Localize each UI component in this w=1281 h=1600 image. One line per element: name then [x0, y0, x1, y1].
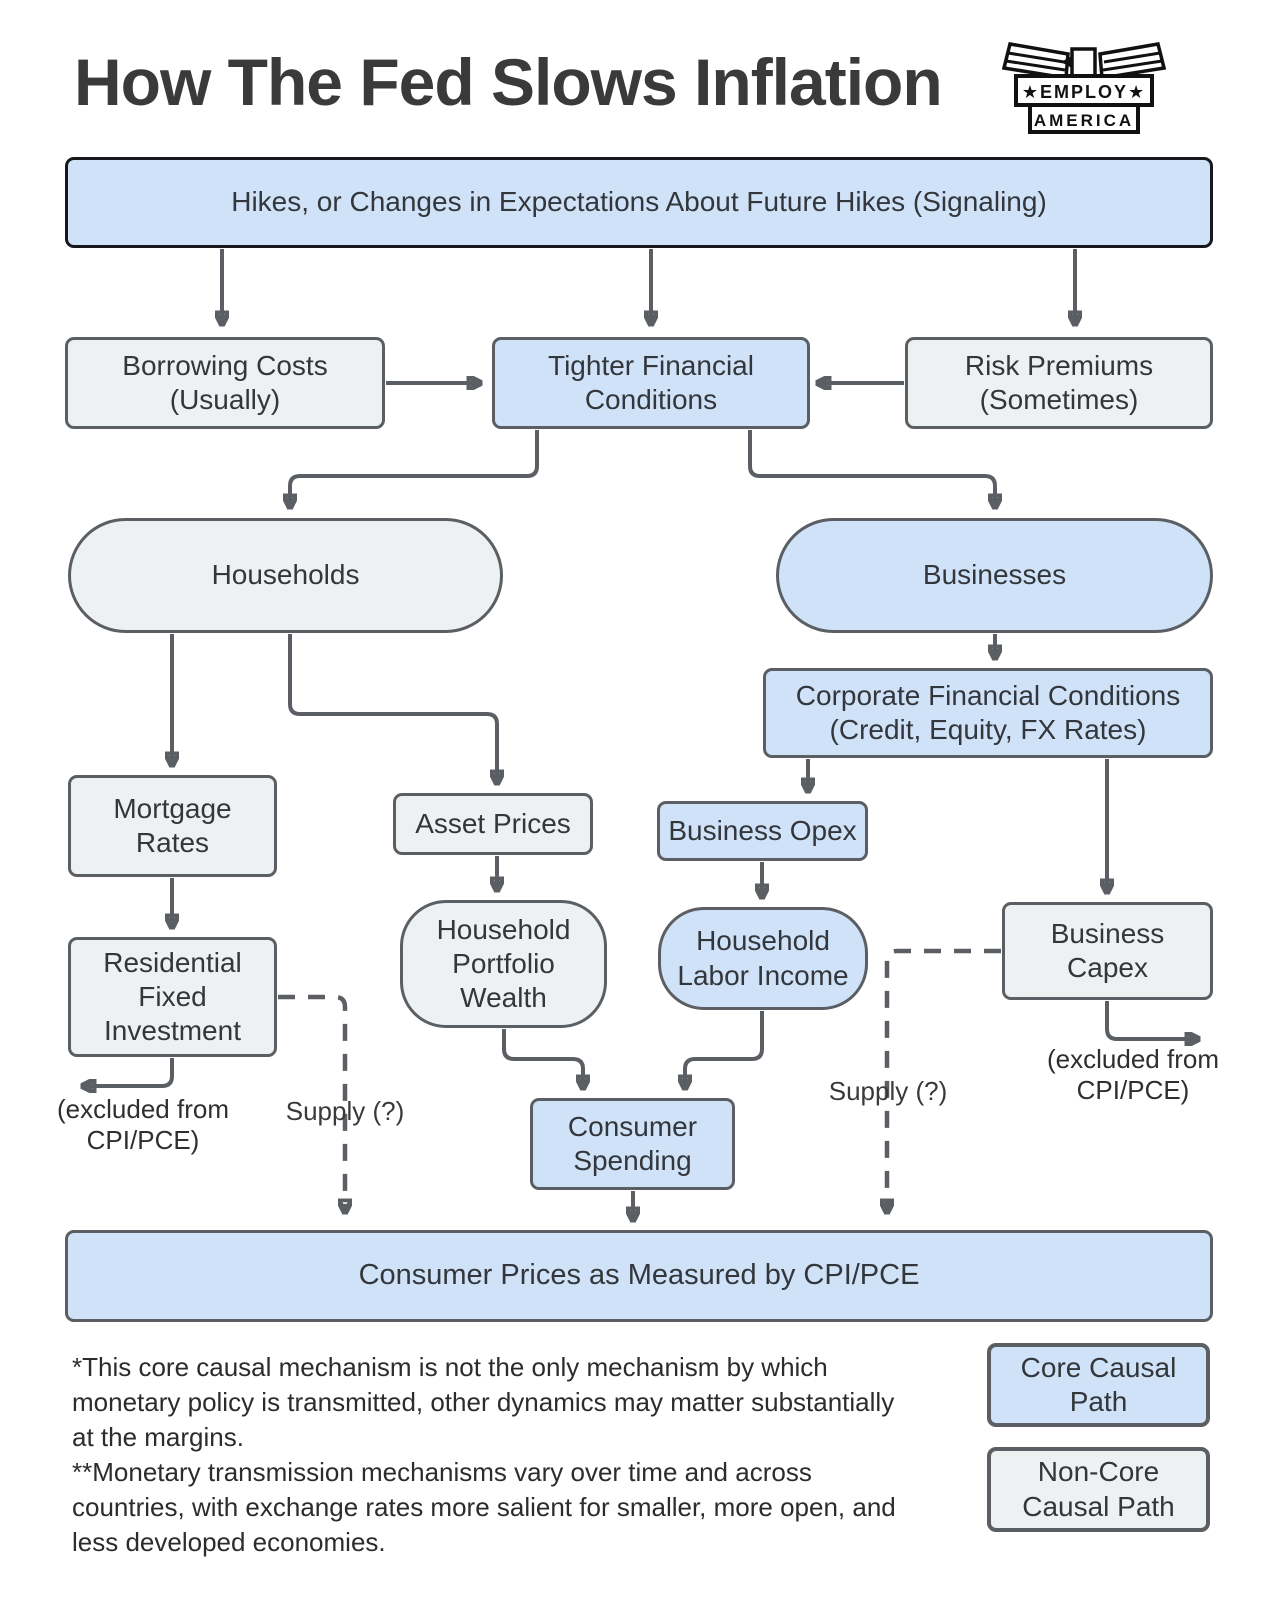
arrow-tighter-conditions-to-businesses: [748, 430, 995, 505]
node-household-portfolio-wealth: Household Portfolio Wealth: [400, 900, 607, 1028]
supply-right-label: Supply (?): [828, 1076, 948, 1106]
excluded-from-cpi-right-label: (excluded from CPI/PCE): [1047, 1044, 1219, 1105]
node-signaling: Hikes, or Changes in Expectations About …: [65, 157, 1213, 248]
eagle-icon: [1002, 42, 1166, 81]
arrow-households-to-asset-prices: [288, 634, 497, 781]
node-borrowing-costs: Borrowing Costs (Usually): [65, 337, 385, 429]
arrow-business-capex-excluded: [1105, 1001, 1196, 1039]
footnotes: *This core causal mechanism is not the o…: [72, 1352, 896, 1557]
node-business-capex: Business Capex: [1002, 902, 1213, 1000]
node-businesses: Businesses: [776, 518, 1213, 633]
arrow-tighter-conditions-to-households: [290, 430, 539, 505]
node-household-labor-income: Household Labor Income: [658, 907, 868, 1010]
arrow-labor-income-to-consumer-spending: [685, 1011, 764, 1086]
page-title: How The Fed Slows Inflation: [74, 45, 943, 119]
employ-america-logo: ★EMPLOY★ AMERICA: [1002, 42, 1166, 134]
node-risk-premiums: Risk Premiums (Sometimes): [905, 337, 1213, 429]
excluded-from-cpi-left-label: (excluded from CPI/PCE): [57, 1094, 229, 1155]
node-consumer-spending: Consumer Spending: [530, 1098, 735, 1190]
legend-non-core-causal-path: Non-Core Causal Path: [987, 1447, 1210, 1532]
arrow-residential-investment-excluded: [85, 1058, 174, 1086]
logo-text-employ: ★EMPLOY★: [1022, 82, 1146, 102]
logo-text-america: AMERICA: [1034, 111, 1134, 130]
node-corporate-financial-conditions: Corporate Financial Conditions (Credit, …: [763, 668, 1213, 758]
node-residential-fixed-investment: Residential Fixed Investment: [68, 937, 277, 1057]
supply-left-label: Supply (?): [285, 1096, 405, 1126]
node-mortgage-rates: Mortgage Rates: [68, 775, 277, 877]
node-consumer-prices: Consumer Prices as Measured by CPI/PCE: [65, 1230, 1213, 1322]
node-business-opex: Business Opex: [657, 801, 868, 861]
node-households: Households: [68, 518, 503, 633]
node-tighter-financial-conditions: Tighter Financial Conditions: [492, 337, 810, 429]
legend-core-causal-path: Core Causal Path: [987, 1343, 1210, 1427]
arrow-portfolio-wealth-to-consumer-spending: [502, 1029, 583, 1086]
node-asset-prices: Asset Prices: [393, 793, 593, 855]
